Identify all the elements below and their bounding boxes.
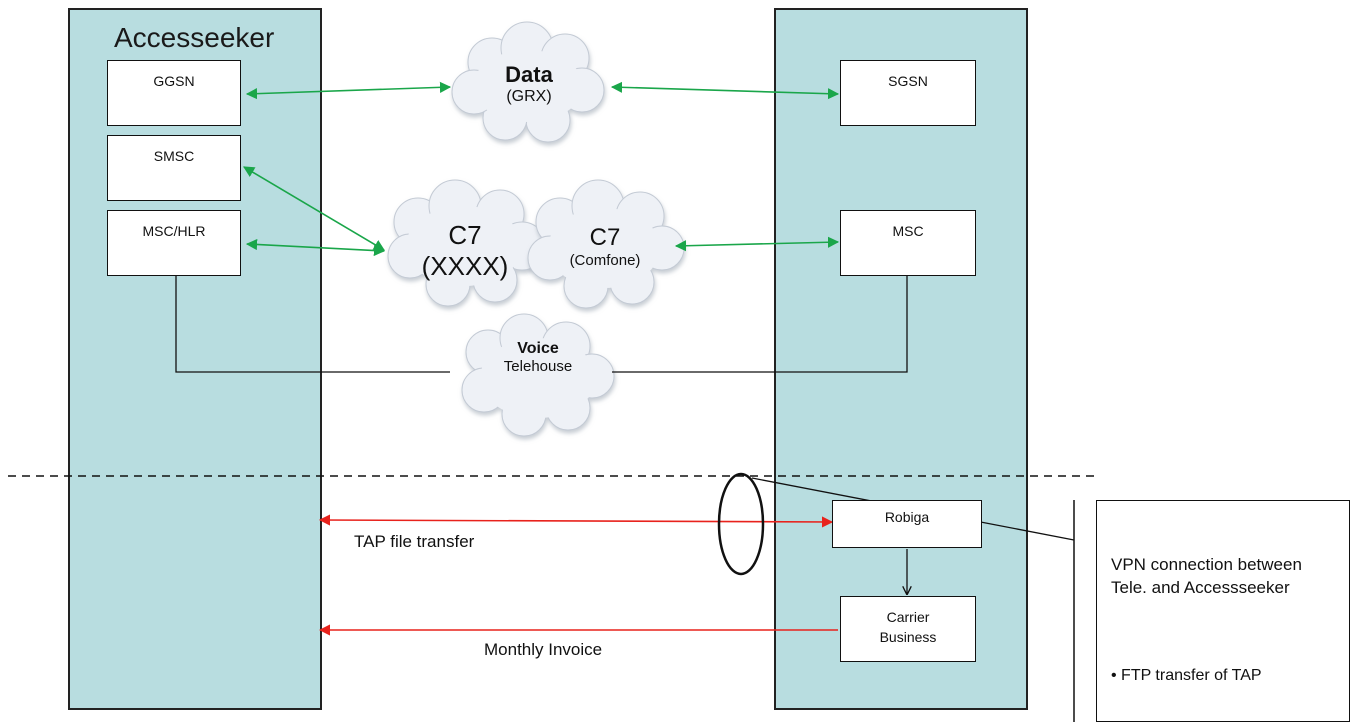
cloud-voice-subtitle: Telehouse <box>503 358 573 375</box>
link-data-sgsn <box>610 81 840 100</box>
robiga-label: Robiga <box>884 509 930 525</box>
access-seeker-title: Accesseeker <box>114 22 275 53</box>
cloud-c7-comfone-subtitle: (Comfone) <box>569 252 641 269</box>
tap-file-transfer-label: TAP file transfer <box>354 532 475 551</box>
msc-hlr-node: MSC/HLR <box>107 210 241 276</box>
carrier-business-line2: Business <box>879 629 937 645</box>
cloud-c7-xxxx-title: C7 <box>448 220 482 250</box>
link-tap-file-transfer <box>318 514 834 528</box>
vpn-callout-text: VPN connection between Tele. and Accesss… <box>1111 555 1302 597</box>
cloud-c7-xxxx-subtitle: (XXXX) <box>421 251 509 281</box>
carrier-business-line1: Carrier <box>886 609 930 625</box>
cloud-c7-xxxx-label: C7 (XXXX) <box>400 220 530 282</box>
link-msc-hlr-c7 <box>245 238 386 257</box>
sgsn-node: SGSN <box>840 60 976 126</box>
cloud-c7-comfone <box>527 179 685 309</box>
cloud-c7-comfone-title: C7 <box>589 224 621 251</box>
link-smsc-c7 <box>243 166 385 251</box>
link-c7-msc <box>674 236 840 252</box>
cloud-voice-title: Voice <box>517 340 559 357</box>
vpn-ellipse <box>717 472 765 576</box>
vpn-callout-box: VPN connection between Tele. and Accesss… <box>1096 500 1350 722</box>
sgsn-label: SGSN <box>888 73 928 89</box>
cloud-voice-label: Voice Telehouse <box>476 340 600 375</box>
cloud-data-grx <box>451 21 605 143</box>
ggsn-label: GGSN <box>153 73 195 89</box>
robiga-node: Robiga <box>832 500 982 548</box>
voice-line-left <box>175 275 450 373</box>
cloud-data-title: Data <box>505 62 553 87</box>
msc-node: MSC <box>840 210 976 276</box>
cloud-data-label: Data (GRX) <box>470 62 588 106</box>
msc-label: MSC <box>892 223 924 239</box>
smsc-label: SMSC <box>153 148 195 164</box>
smsc-node: SMSC <box>107 135 241 201</box>
carrier-business-node: Carrier Business <box>840 596 976 662</box>
msc-hlr-label: MSC/HLR <box>142 223 206 239</box>
monthly-invoice-label: Monthly Invoice <box>484 640 603 659</box>
carrier-business-label: Carrier Business <box>841 597 975 647</box>
cloud-voice-telehouse <box>461 313 615 437</box>
cloud-data-subtitle: (GRX) <box>506 88 552 105</box>
voice-line-right <box>612 275 908 373</box>
ggsn-node: GGSN <box>107 60 241 126</box>
link-ggsn-data <box>245 81 452 100</box>
cloud-c7-comfone-label: C7 (Comfone) <box>546 224 664 269</box>
vpn-callout-bullet: • FTP transfer of TAP <box>1111 667 1262 684</box>
